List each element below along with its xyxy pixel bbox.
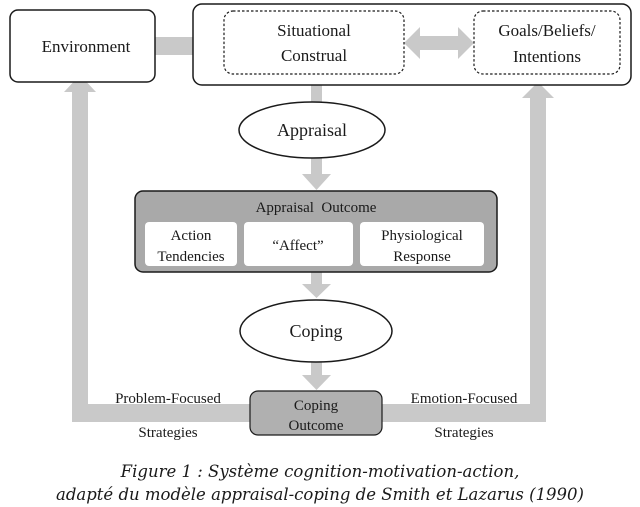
goals-line1: Goals/Beliefs/	[498, 21, 596, 40]
physiological-response-line1: Physiological	[381, 228, 463, 244]
appraisal-label: Appraisal	[277, 120, 347, 140]
physiological-response-box	[360, 222, 484, 266]
figure-caption-line1: Figure 1 : Système cognition-motivation-…	[120, 462, 520, 481]
problem-focused-strategies-label: Strategies	[138, 425, 197, 441]
arrow-coping-to-outcome	[302, 362, 331, 390]
emotion-focused-label: Emotion-Focused	[411, 391, 518, 407]
environment-box	[9, 9, 156, 83]
arrow-problem-focused-loop	[64, 75, 250, 422]
arrow-outcome-to-coping	[302, 272, 331, 298]
figure-caption-line2: adapté du modèle appraisal-coping de Smi…	[56, 485, 584, 504]
arrow-emotion-focused-loop	[382, 82, 554, 422]
coping-ellipse	[239, 299, 393, 363]
cognition-motivation-action-diagram: Environment Situational Construal Goals/…	[9, 3, 632, 441]
arrow-appraisal-to-outcome	[302, 156, 331, 190]
goals-line2: Intentions	[513, 47, 581, 66]
appraisal-outcome-title: Appraisal Outcome	[256, 200, 377, 216]
action-tendencies-line2: Tendencies	[157, 249, 224, 265]
emotion-focused-strategies-label: Strategies	[434, 425, 493, 441]
affect-box	[244, 222, 353, 266]
coping-label: Coping	[289, 321, 342, 341]
coping-outcome-line1: Coping	[294, 398, 339, 414]
goals-beliefs-intentions-box	[473, 10, 621, 75]
situational-construal-line1: Situational	[277, 21, 351, 40]
action-tendencies-box	[145, 222, 237, 266]
problem-focused-label: Problem-Focused	[115, 391, 221, 407]
coping-outcome-box	[249, 390, 383, 436]
stem-construal-to-appraisal	[311, 84, 322, 104]
physiological-response-line2: Response	[393, 249, 451, 265]
environment-label: Environment	[42, 37, 131, 56]
coping-outcome-line2: Outcome	[289, 418, 344, 434]
action-tendencies-line1: Action	[171, 228, 212, 244]
situational-construal-box	[223, 10, 405, 75]
appraisal-ellipse	[238, 101, 386, 159]
situational-construal-line2: Construal	[281, 46, 347, 65]
affect-label: “Affect”	[272, 238, 323, 254]
arrow-construal-goals-bidirectional	[404, 27, 474, 59]
